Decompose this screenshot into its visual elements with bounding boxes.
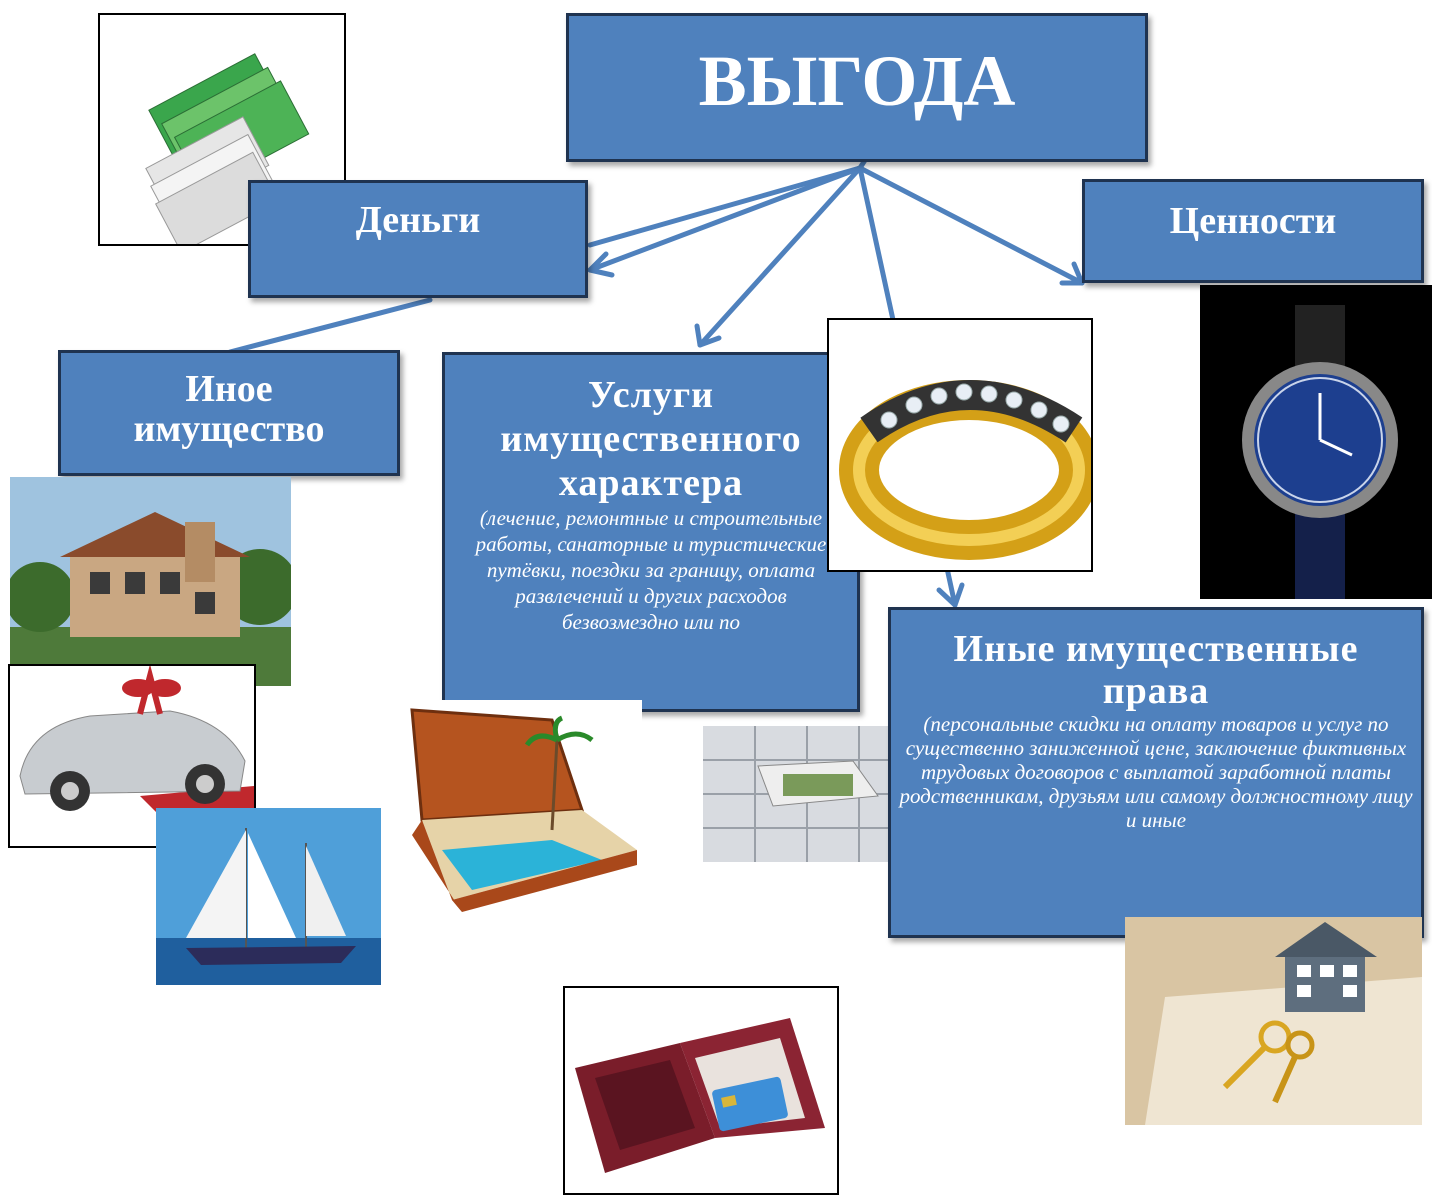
- other-property-label: Иное имущество: [133, 368, 325, 450]
- house-photo: [10, 477, 291, 686]
- arrow-to-money-1: [587, 165, 863, 248]
- valuables-label: Ценности: [1169, 200, 1337, 242]
- arrowhead-valuables: [1059, 261, 1085, 286]
- arrowhead-money: [587, 251, 615, 278]
- house-keys-icon: [1125, 917, 1422, 1125]
- gold-ring-icon: [829, 320, 1091, 570]
- valuables-box: Ценности: [1082, 179, 1424, 283]
- money-box: Деньги: [248, 180, 588, 298]
- beach-suitcase-icon: [402, 700, 642, 914]
- services-box: Услуги имущественного характера (лечение…: [442, 352, 860, 712]
- other-rights-box: Иные имущественные права (персональные с…: [888, 607, 1424, 938]
- title-text: ВЫГОДА: [698, 41, 1016, 121]
- arrowhead-services: [694, 323, 722, 348]
- gift-card-photo: [563, 986, 839, 1195]
- arrow-to-services: [697, 165, 863, 348]
- arrow-to-money-2: [587, 165, 863, 273]
- other-property-box: Иное имущество: [58, 350, 400, 476]
- suitcase-photo: [402, 700, 642, 914]
- money-safe-deposit-icon: [703, 726, 911, 862]
- ring-photo: [827, 318, 1093, 572]
- arrowhead-other-rights: [936, 582, 965, 608]
- title-box: ВЫГОДА: [566, 13, 1148, 162]
- other-rights-details: (персональные скидки на оплату товаров и…: [899, 712, 1413, 832]
- house-icon: [10, 477, 291, 686]
- services-details: (лечение, ремонтные и строительные работ…: [475, 506, 827, 634]
- yacht-photo: [156, 808, 381, 985]
- watch-photo: [1200, 285, 1432, 599]
- money-label: Деньги: [355, 199, 481, 241]
- arrow-to-valuables: [857, 165, 1085, 286]
- arrow-money-to-other-property: [227, 297, 433, 355]
- wristwatch-icon: [1200, 285, 1432, 599]
- house-keys-photo: [1125, 917, 1422, 1125]
- sailing-yacht-icon: [156, 808, 381, 985]
- services-label: Услуги имущественного характера: [500, 374, 802, 504]
- gift-card-box-icon: [565, 988, 837, 1193]
- other-rights-label: Иные имущественные права: [953, 628, 1359, 712]
- safe-deposit-photo: [703, 726, 911, 862]
